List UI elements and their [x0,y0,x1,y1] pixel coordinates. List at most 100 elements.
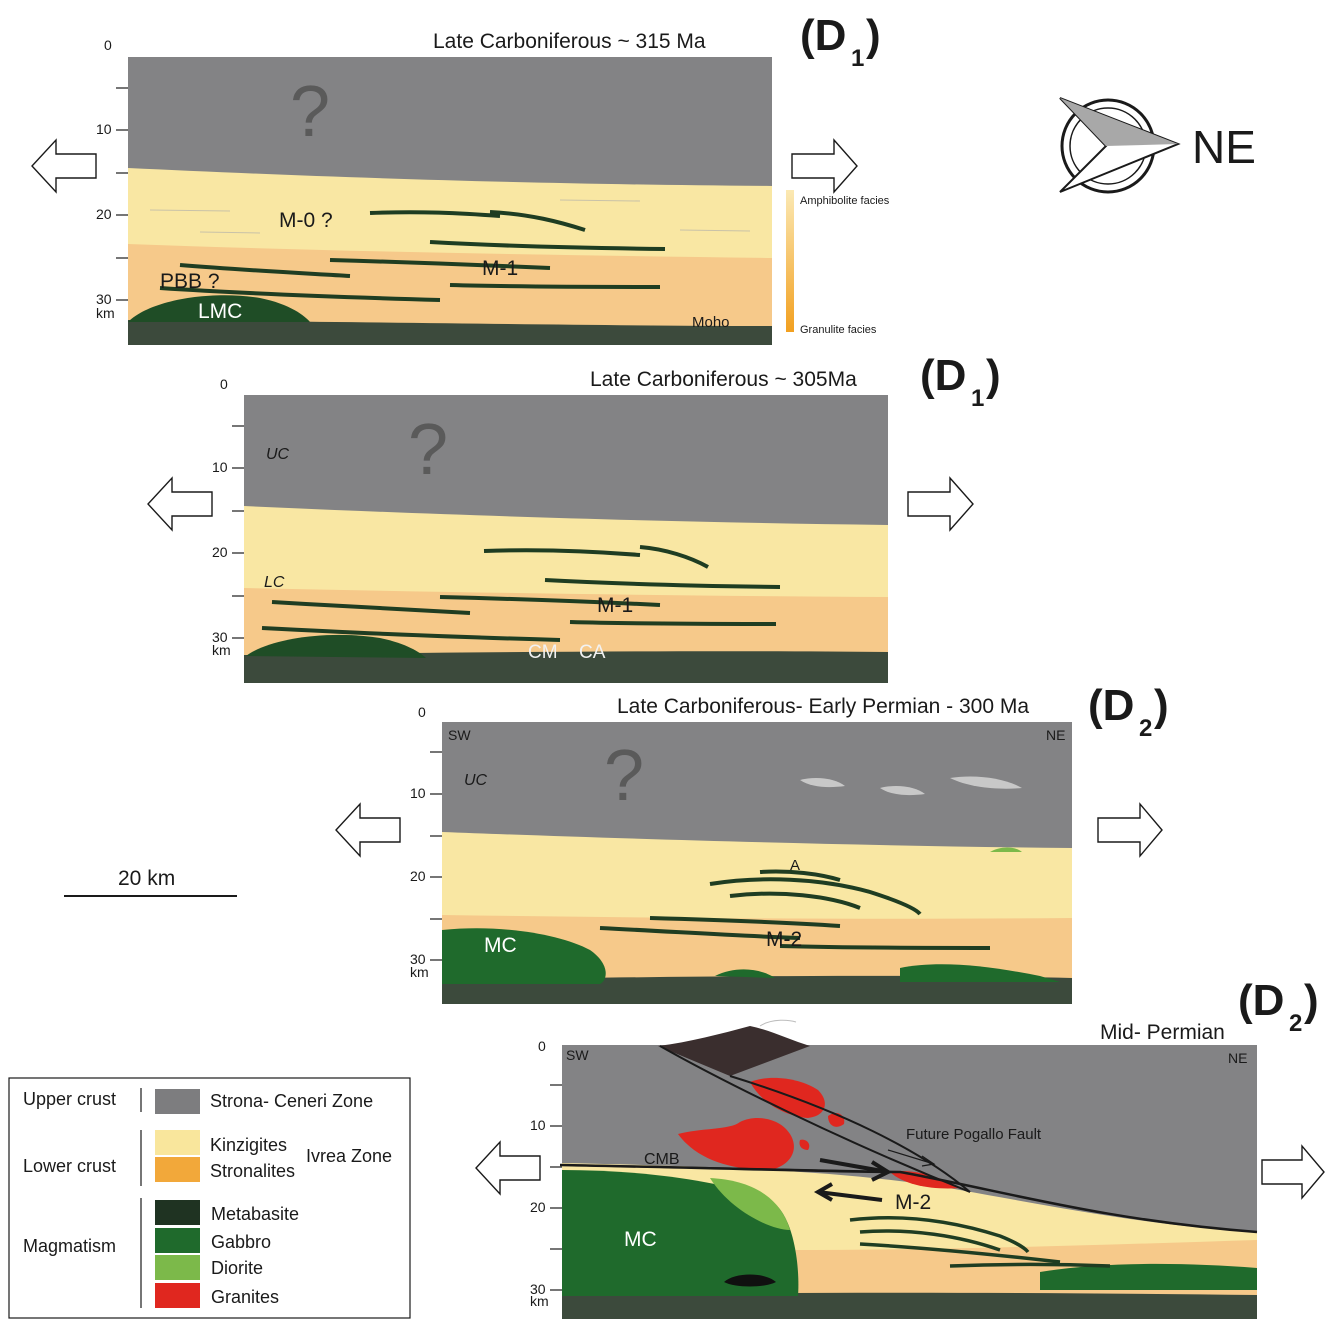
panel-3-tick-10: 10 [410,785,426,801]
legend-swatch-kinzigites [155,1130,200,1155]
legend-group-lower-crust: Lower crust [23,1156,116,1176]
panel-4-volcano [658,1026,810,1076]
panel-3-tick-0: 0 [418,704,426,720]
panel-1-m1-sills [159,210,666,302]
panel-2-uc-label: UC [266,446,290,463]
panel-3-depth-axis [430,751,442,961]
panel-1: ? M-0 ? M-1 PBB ? LMC Moho Late Carbonif… [31,11,890,345]
panel-1-depth-axis [116,87,128,301]
legend-swatch-strona-ceneri [155,1089,200,1114]
panel-4-stage-label: (D [1238,976,1284,1025]
scale-bar-label: 20 km [118,867,175,890]
panel-4-stage-close: ) [1304,976,1319,1025]
panel-1-extension-arrow-right [791,138,858,194]
panel-1-stage-close: ) [866,11,881,60]
panel-1-foliation [149,199,751,234]
panel-2-m1-sills [261,545,781,642]
legend-label-metabasite: Metabasite [211,1204,299,1224]
panel-1-m1-label: M-1 [482,257,518,280]
panel-3: SW NE UC ? A MC M-2 Late Carboniferous- … [335,681,1169,1004]
panel-4-ne-label: NE [1228,1050,1247,1066]
legend-label-granites: Granites [211,1287,279,1307]
panel-2-mantle [244,651,888,683]
legend-swatch-metabasite [155,1200,200,1225]
panel-1-tick-km: km [96,305,115,321]
panel-3-title: Late Carboniferous- Early Permian - 300 … [617,695,1029,718]
panel-2-stage-close: ) [986,351,1001,400]
panel-4-fault-label: Future Pogallo Fault [906,1126,1042,1143]
panel-4-shear-arrows [813,1158,893,1202]
panel-4-mc-label: MC [624,1228,657,1251]
panel-2-tick-10: 10 [212,459,228,475]
panel-1-pbb-label: PBB ? [160,270,220,293]
panel-3-tick-20: 20 [410,868,426,884]
panel-4-cmb-label: CMB [644,1151,680,1168]
panel-2-title: Late Carboniferous ~ 305Ma [590,368,857,391]
panel-3-ne-label: NE [1046,727,1065,743]
legend: Upper crust Strona- Ceneri Zone Lower cr… [8,1077,411,1319]
facies-top-label: Amphibolite facies [800,195,890,207]
panel-4-volcanic-plume [759,1019,797,1027]
panel-1-moho-label: Moho [692,314,730,331]
panel-4-stage-subscript: 2 [1289,1010,1302,1037]
legend-group-upper-crust: Upper crust [23,1089,116,1109]
panel-4-metabasite-pod [724,1274,776,1287]
panel-3-extension-arrow-right [1097,802,1163,858]
panel-3-mc-label: MC [484,934,517,957]
legend-swatch-diorite [155,1255,200,1280]
panel-1-mantle [128,320,772,345]
compass-arrow-shade [1060,98,1178,146]
panel-4-tick-km: km [530,1293,549,1309]
panel-2-tick-30: 30 [212,629,228,645]
panel-4-granite-bodies [678,1077,960,1189]
panel-3-unknown-mark: ? [604,736,644,816]
panel-1-stage-label: (D [800,11,846,60]
panel-4-m2-sills [849,1215,1111,1268]
panel-3-sw-label: SW [448,727,471,743]
panel-3-tick-30: 30 [410,951,426,967]
panel-2-lc-label: LC [264,574,285,591]
legend-group-magmatism: Magmatism [23,1236,116,1256]
facies-bottom-label: Granulite facies [800,324,877,336]
panel-3-melt-lenses [800,776,1022,796]
panel-2: ? UC LC M-1 CM CA Late Carboniferous ~ 3… [147,351,1001,683]
panel-2-tick-0: 0 [220,376,228,392]
panel-3-stage-label: (D [1088,681,1134,730]
panel-1-m0-label: M-0 ? [279,209,333,232]
panel-3-diorite-body [990,847,1022,852]
panel-3-uc-label: UC [464,772,488,789]
panel-4-gabbro-lens [1040,1263,1257,1290]
panel-4-tick-20: 20 [530,1199,546,1215]
panel-3-tick-km: km [410,964,429,980]
panel-2-depth-axis [232,425,244,639]
panel-3-stage-close: ) [1154,681,1169,730]
legend-label-gabbro: Gabbro [211,1232,271,1252]
panel-3-mc-gabbro [442,928,606,984]
legend-ivrea-zone: Ivrea Zone [306,1146,392,1166]
panel-2-cm-label: CM [528,642,558,663]
panel-2-m1-label: M-1 [597,594,633,617]
panel-2-stage-subscript: 1 [971,385,984,412]
panel-4-title: Mid- Permian [1100,1021,1225,1044]
scale-bar: 20 km [64,867,237,897]
legend-label-stronalites: Stronalites [210,1161,295,1181]
panel-3-extension-arrow-left [335,802,401,858]
panel-2-tick-20: 20 [212,544,228,560]
panel-2-mafic-body [246,634,426,658]
panel-1-tick-0: 0 [104,37,112,53]
panel-4-m2-label: M-2 [895,1191,931,1214]
panel-1-stage-subscript: 1 [851,45,864,72]
panel-3-m2-sills [599,869,991,950]
panel-4-depth-axis [550,1084,562,1291]
panel-4: SW NE CMB Future Pogallo Fault M-2 MC Mi… [475,976,1325,1319]
panel-4-tick-30: 30 [530,1281,546,1297]
panel-1-extension-arrow-left [31,138,97,194]
compass-rose: NE [1059,97,1256,194]
panel-2-ca-label: CA [579,642,606,663]
panel-3-gabbro-pod [715,969,775,978]
panel-4-extension-arrow-left [475,1140,541,1196]
panel-1-tick-10: 10 [96,121,112,137]
panel-1-unknown-mark: ? [290,72,330,152]
compass-label: NE [1192,121,1256,173]
